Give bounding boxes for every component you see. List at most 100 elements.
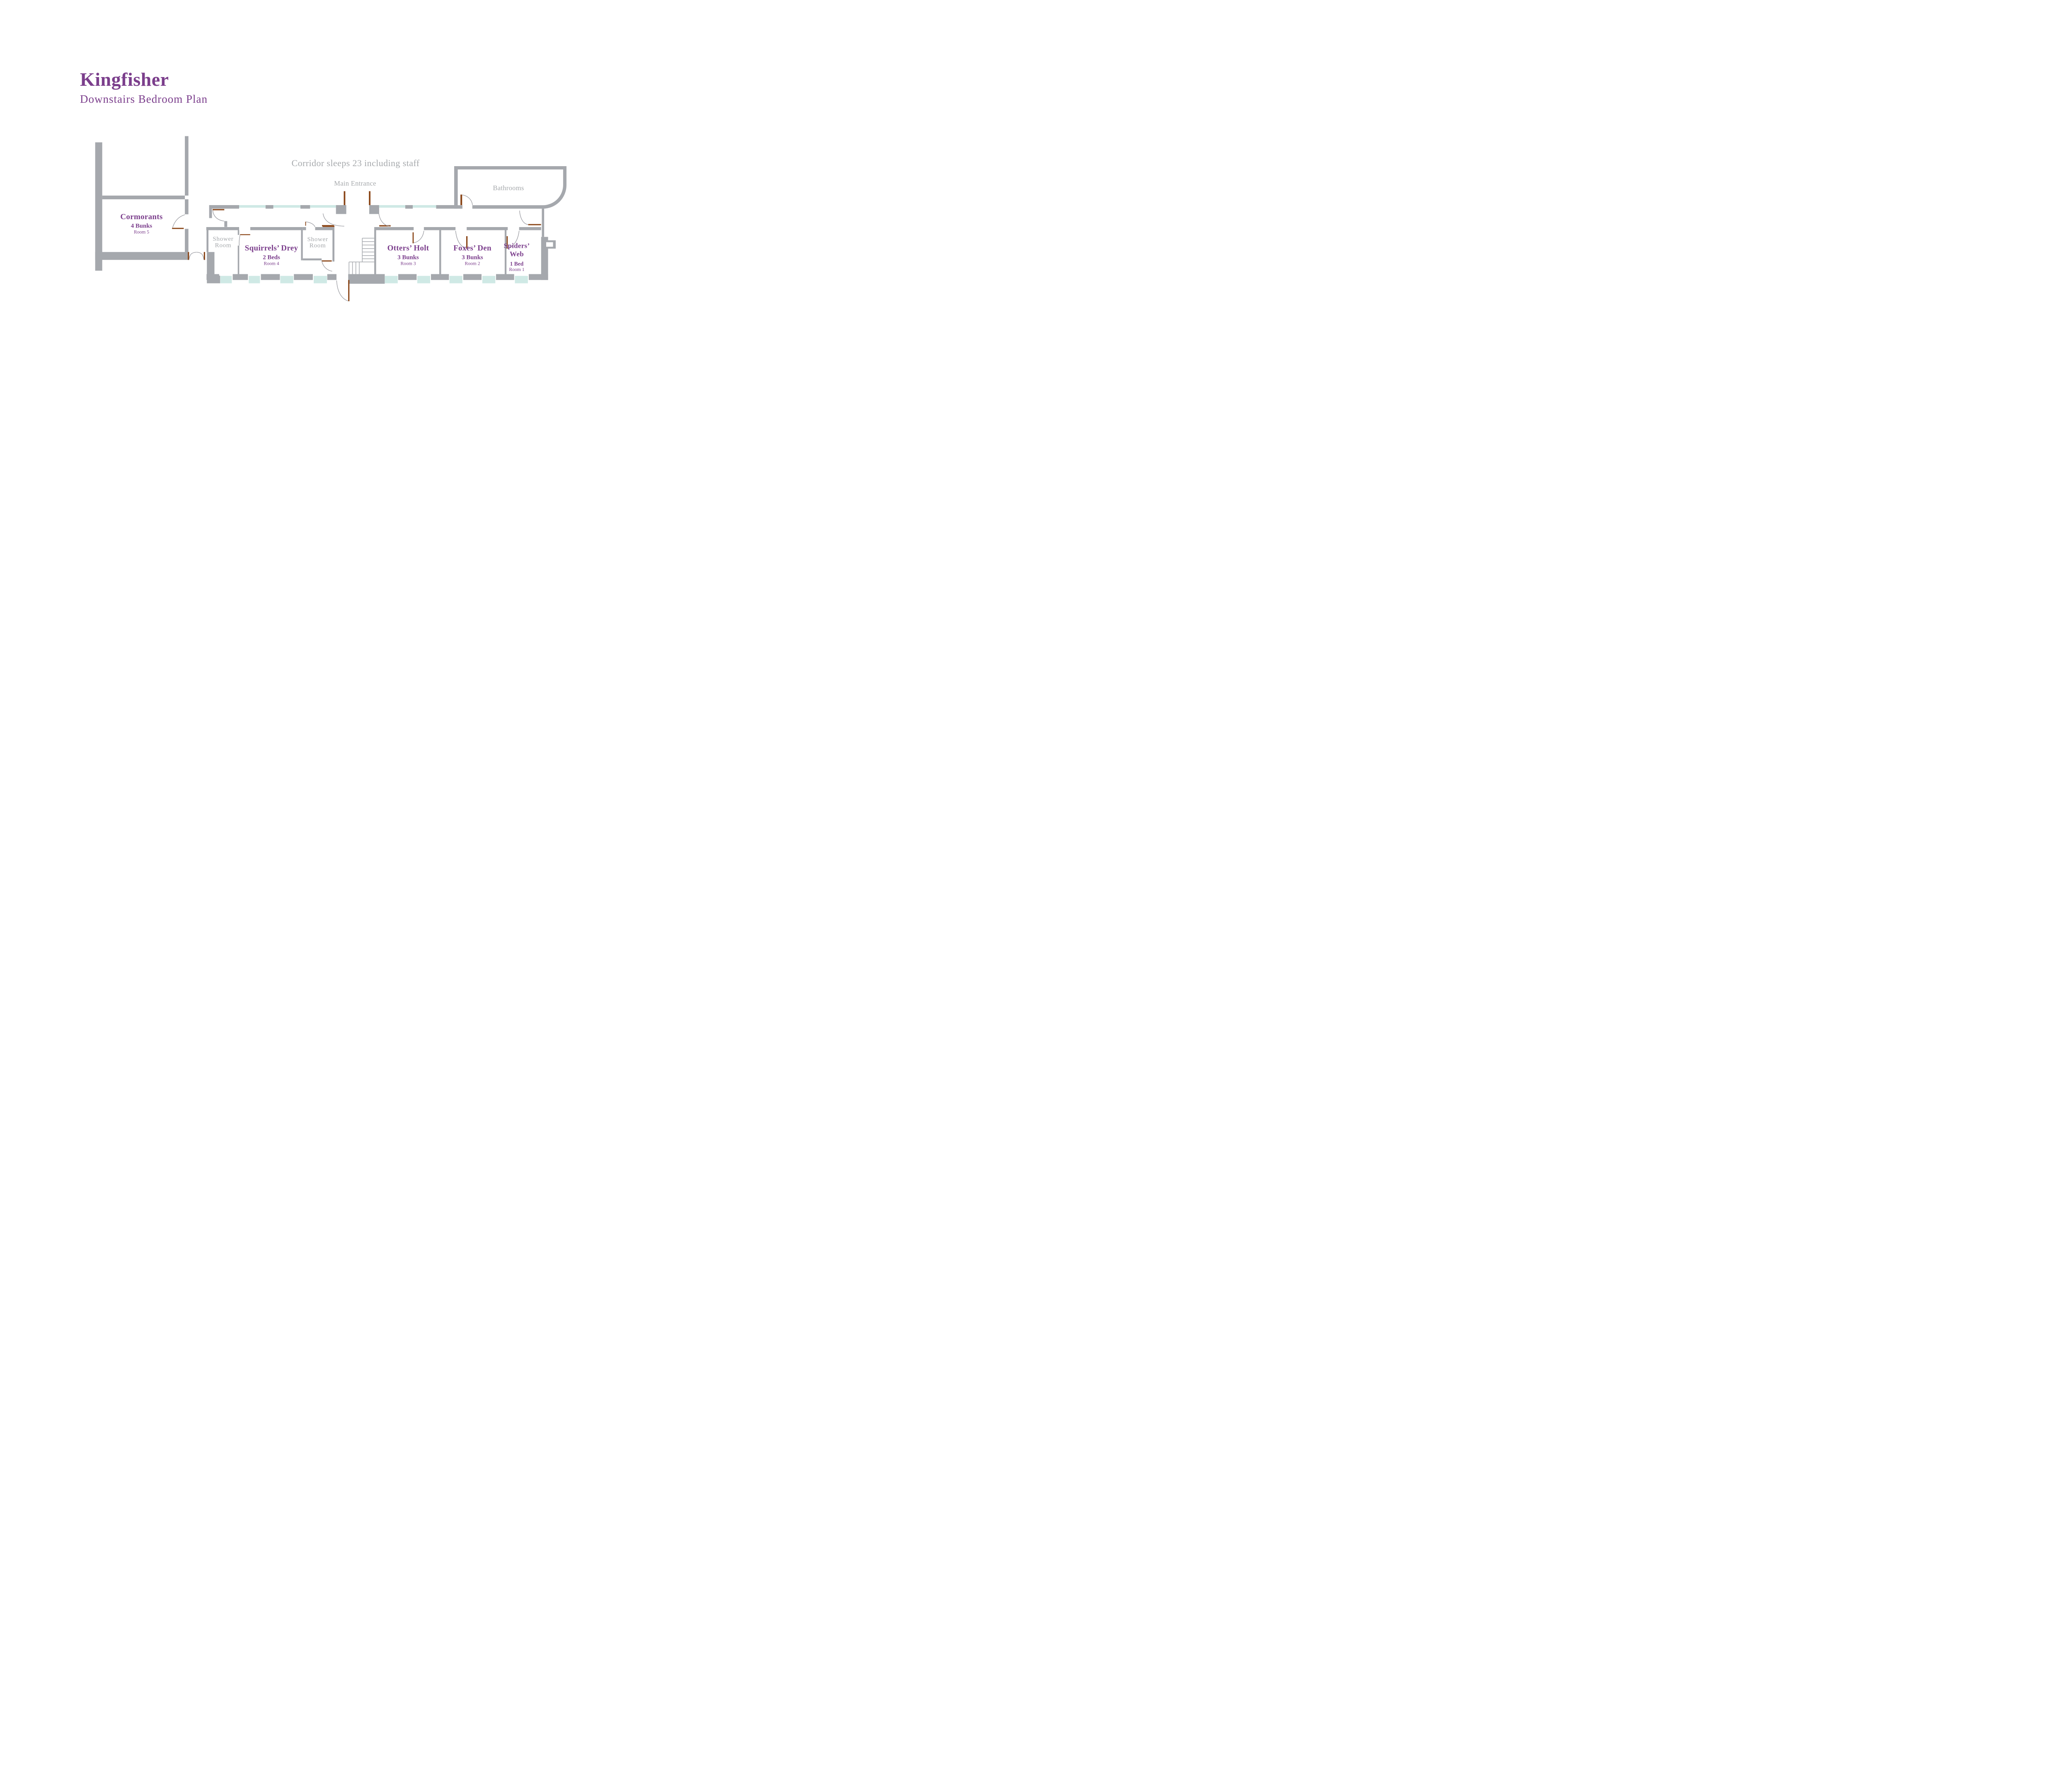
window-segment xyxy=(273,205,300,208)
entrance-outer-left-leaf xyxy=(344,191,346,205)
shower2-east-wall xyxy=(332,230,334,262)
room-capacity: 1 Bed xyxy=(510,261,524,267)
wall-segment xyxy=(405,205,413,209)
room-name: Foxes’ Den xyxy=(453,244,491,253)
bathrooms-walls xyxy=(454,166,567,209)
foxes-spiders-divider xyxy=(504,230,507,274)
rear-exit-door-leaf xyxy=(348,280,350,301)
shower1-east-wall-stub xyxy=(237,230,240,235)
wall-segment xyxy=(300,205,310,209)
room-capacity: 2 Beds xyxy=(263,254,280,261)
window-segment xyxy=(385,276,398,283)
squirrels-shower2-divider xyxy=(301,230,303,261)
cormorants-south-wall xyxy=(95,252,189,260)
bathrooms-door-leaf xyxy=(460,194,462,205)
shower-room-2-label: Shower Room xyxy=(307,236,328,249)
entrance-outer-right-leaf xyxy=(369,191,370,205)
shower-room-2-line2: Room xyxy=(310,242,326,249)
stair-landing-wall-block xyxy=(348,274,385,284)
window-segment xyxy=(515,276,528,283)
room-name-line2: Web xyxy=(510,250,524,258)
room-number: Room 2 xyxy=(465,261,480,266)
bedroom-doors xyxy=(239,210,541,249)
south-wall xyxy=(206,274,548,301)
link-double-door-right-arc xyxy=(196,252,204,260)
link-double-door-left-leaf xyxy=(188,252,189,260)
window-segment xyxy=(239,205,266,208)
main-west-wall xyxy=(206,230,208,252)
rear-exit-door-arc xyxy=(336,280,349,301)
window-segment xyxy=(280,276,293,283)
corridor-fire-door-arc xyxy=(212,210,225,222)
wall-segment xyxy=(327,274,336,280)
room-capacity: 4 Bunks xyxy=(131,223,152,230)
entrance-left-jamb xyxy=(336,205,346,214)
bathrooms-door-swing-arc xyxy=(462,194,473,205)
shower2-corridor-door-leaf xyxy=(305,222,306,226)
corridor-end-wall xyxy=(209,208,212,218)
bathrooms-label: Bathrooms xyxy=(493,184,524,192)
room-name-line1: Spiders’ xyxy=(504,242,530,250)
foxes-door-arc xyxy=(455,230,467,249)
wall-segment xyxy=(206,274,219,280)
corridor-east-door-leaf xyxy=(528,224,541,225)
cormorants-door-swing-arc xyxy=(172,214,185,228)
shower2-open-door-leaf xyxy=(322,225,334,227)
corridor-fire-door-leaf xyxy=(213,209,225,210)
cormorants-door-leaf xyxy=(172,227,184,229)
floor-plan-page: Kingfisher Downstairs Bedroom Plan xyxy=(0,0,650,365)
shower1-east-wall xyxy=(237,245,240,274)
room-label-foxes-den: Foxes’ Den 3 Bunks Room 2 xyxy=(453,244,491,266)
bathrooms-block xyxy=(454,166,567,209)
stair-upper-flight xyxy=(362,237,375,262)
room-name: Otters’ Holt xyxy=(387,244,429,253)
room-label-otters-holt: Otters’ Holt 3 Bunks Room 3 xyxy=(387,244,429,266)
wall-segment xyxy=(303,227,306,230)
shower-room-2-line1: Shower xyxy=(307,236,328,243)
wall-segment xyxy=(424,227,441,230)
window-segment xyxy=(417,276,430,283)
corridor-north-wall xyxy=(209,205,457,214)
window-segment xyxy=(413,205,436,208)
bathrooms-door-opening xyxy=(462,204,472,209)
window-segment xyxy=(482,276,496,283)
stair-shaft-wall xyxy=(374,230,376,274)
wall-segment xyxy=(209,205,239,209)
room-label-spiders-web: Spiders’ Web 1 Bed Room 1 xyxy=(504,242,530,273)
spiders-door-arc xyxy=(508,230,520,249)
wall-segment xyxy=(232,274,248,280)
room-number: Room 3 xyxy=(400,261,416,266)
wall-segment xyxy=(261,274,280,280)
wall-segment xyxy=(519,227,541,230)
corridor-door-jamb-stub xyxy=(224,221,228,227)
stair-lower-flight xyxy=(349,261,363,274)
corridor-east-door-arc xyxy=(519,210,528,225)
wall-segment xyxy=(374,227,414,230)
wall-segment xyxy=(436,205,457,209)
wall-segment xyxy=(431,274,449,280)
squirrels-door-leaf xyxy=(240,234,250,235)
page-subtitle: Downstairs Bedroom Plan xyxy=(80,93,208,105)
wall-segment xyxy=(294,274,313,280)
left-wing-east-wall-upper xyxy=(185,136,189,196)
otters-door-arc xyxy=(414,230,424,243)
page-title: Kingfisher xyxy=(80,69,169,90)
corridor-left-end xyxy=(209,208,228,227)
east-wall-stub xyxy=(542,208,545,237)
left-wing-east-wall-mid xyxy=(185,199,189,215)
floor-plan-canvas: Kingfisher Downstairs Bedroom Plan xyxy=(80,69,567,301)
otters-foxes-divider xyxy=(439,230,441,274)
left-wing-east-wall-lower xyxy=(185,229,189,252)
link-double-door-right-leaf xyxy=(203,252,205,260)
wall-segment xyxy=(206,227,239,230)
room-capacity: 3 Bunks xyxy=(397,254,419,261)
left-wing xyxy=(95,136,205,271)
wall-segment xyxy=(463,274,482,280)
entrance-right-jamb xyxy=(369,205,379,214)
room-number: Room 1 xyxy=(509,267,524,272)
shower-room-1-label: Shower Room xyxy=(213,235,233,249)
shower-room-1-line1: Shower xyxy=(213,235,233,242)
main-entrance xyxy=(322,191,391,227)
link-double-door-left-arc xyxy=(189,252,197,260)
entrance-inner-right-leaf xyxy=(379,225,391,227)
